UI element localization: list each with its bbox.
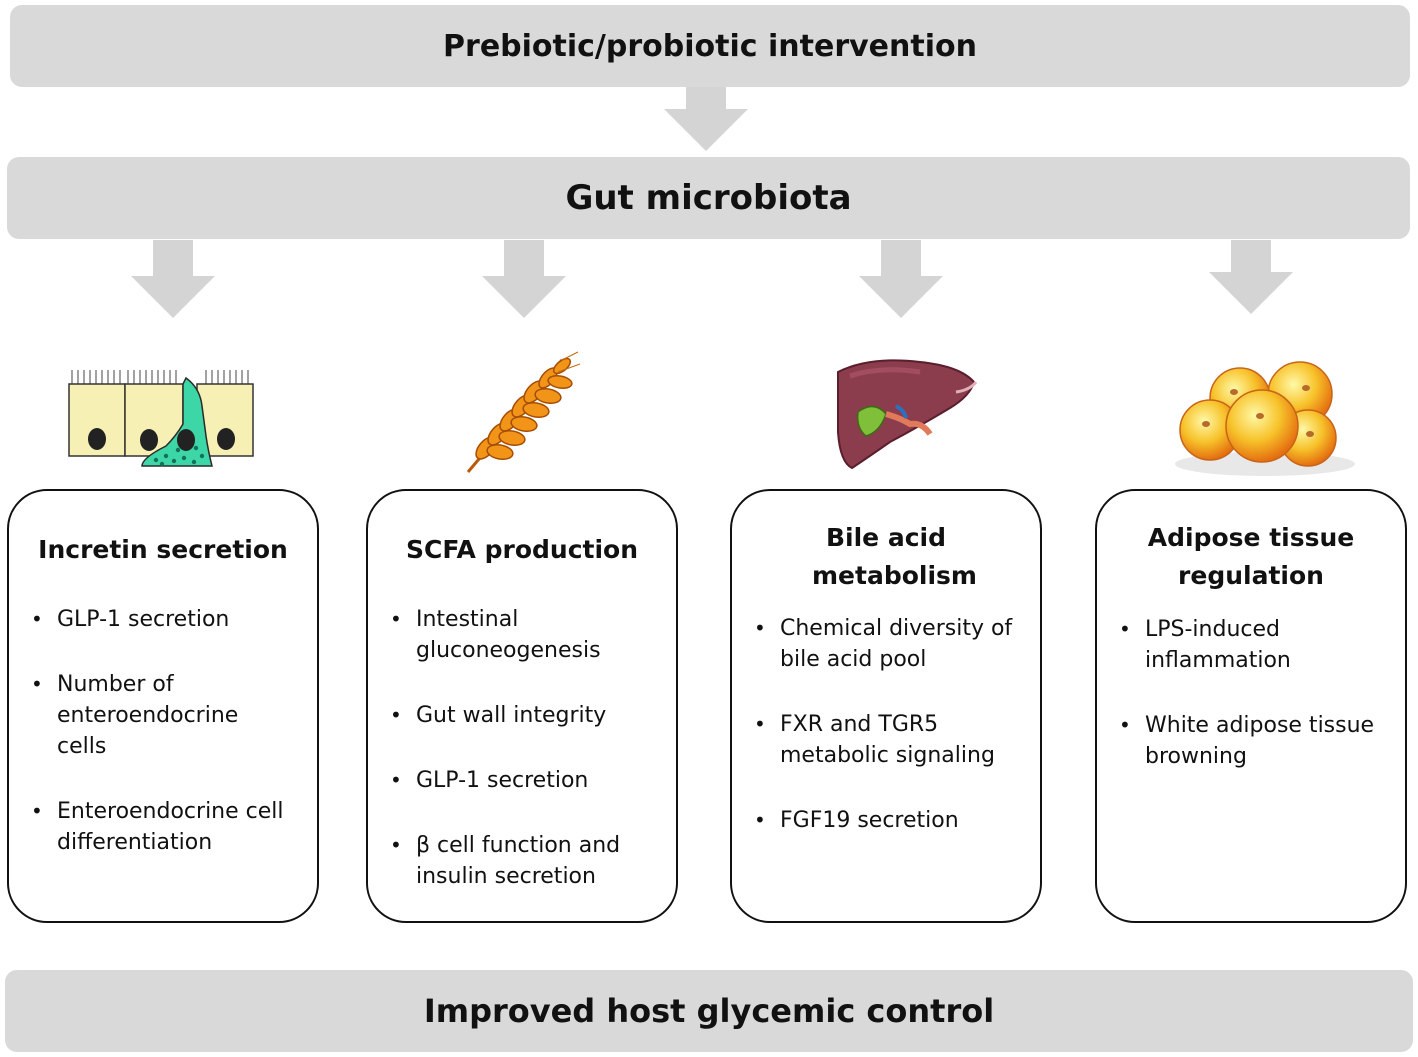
enteroendocrine-cells-icon [68, 370, 254, 467]
bullet-list: GLP-1 secretion Number of enteroendocrin… [27, 604, 307, 892]
incretin-panel: Incretin secretion GLP-1 secretion Numbe… [7, 489, 319, 923]
down-arrow-icon [482, 240, 566, 318]
panel-title: SCFA production [405, 535, 639, 564]
down-arrow-icon [859, 240, 943, 318]
intervention-bar: Prebiotic/probiotic intervention [10, 5, 1410, 87]
scfa-panel: SCFA production Intestinal gluconeogenes… [366, 489, 678, 923]
intervention-label: Prebiotic/probiotic intervention [443, 28, 977, 64]
wheat-icon [466, 351, 581, 473]
down-arrow-icon [664, 87, 748, 151]
adipocytes-icon [1175, 361, 1355, 476]
list-item: Intestinal gluconeogenesis [386, 604, 626, 666]
adipose-panel: Adipose tissue regulation LPS-induced in… [1095, 489, 1407, 923]
list-item: FGF19 secretion [750, 805, 1030, 836]
outcome-label: Improved host glycemic control [423, 992, 995, 1030]
down-arrow-icon [131, 240, 215, 318]
list-item: β cell function and insulin secretion [386, 830, 636, 892]
bullet-list: LPS-induced inflammation White adipose t… [1115, 614, 1395, 806]
panel-title: Adipose tissue regulation [1147, 523, 1355, 590]
liver-icon [837, 359, 978, 470]
list-item: Enteroendocrine cell differentiation [27, 796, 307, 858]
bullet-list: Intestinal gluconeogenesis Gut wall inte… [386, 604, 666, 926]
bile-acid-panel: Bile acid metabolism Chemical diversity … [730, 489, 1042, 923]
gut-microbiota-bar: Gut microbiota [7, 157, 1410, 239]
list-item: Gut wall integrity [386, 700, 666, 731]
down-arrow-icon [1209, 240, 1293, 314]
outcome-bar: Improved host glycemic control [5, 970, 1413, 1052]
bullet-list: Chemical diversity of bile acid pool FXR… [750, 613, 1030, 870]
panel-title: Bile acid metabolism [812, 523, 977, 590]
list-item: GLP-1 secretion [27, 604, 307, 635]
list-item: White adipose tissue browning [1115, 710, 1385, 772]
list-item: GLP-1 secretion [386, 765, 666, 796]
list-item: Chemical diversity of bile acid pool [750, 613, 1020, 675]
panel-title: Incretin secretion [38, 535, 288, 564]
list-item: FXR and TGR5 metabolic signaling [750, 709, 1000, 771]
list-item: LPS-induced inflammation [1115, 614, 1315, 676]
list-item: Number of enteroendocrine cells [27, 669, 267, 762]
gut-microbiota-label: Gut microbiota [565, 178, 852, 218]
